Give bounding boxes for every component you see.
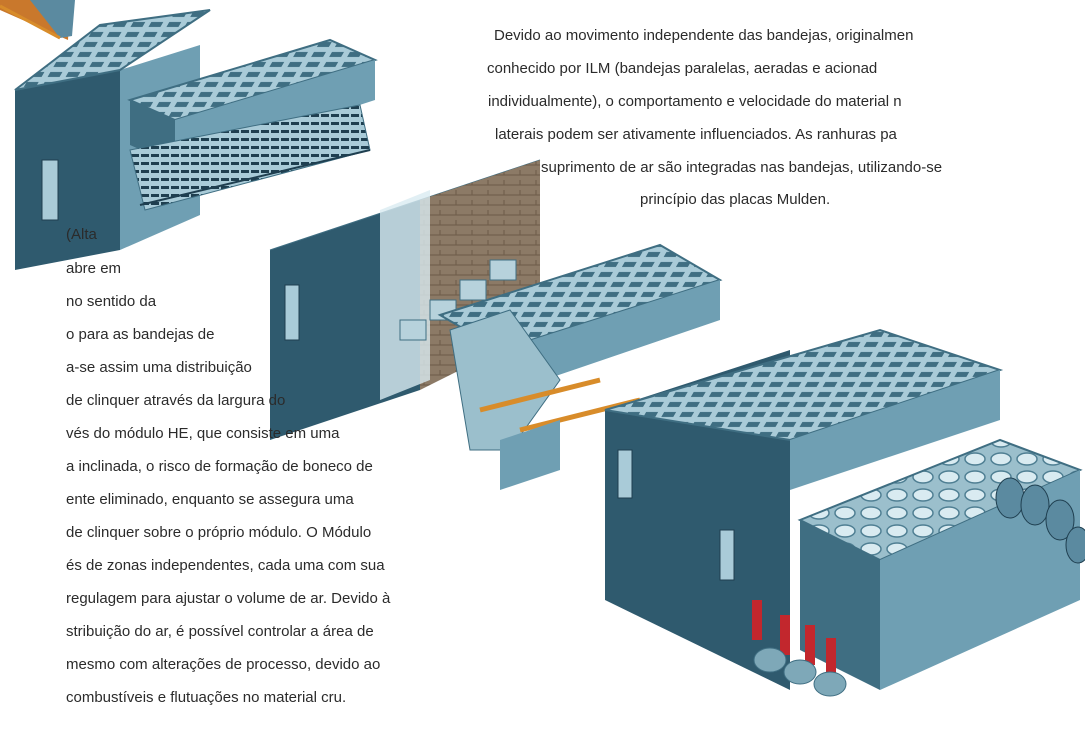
left-paragraph-line: (Alta (66, 226, 97, 243)
roller-crusher (797, 438, 1085, 690)
left-paragraph-line: ente eliminado, enquanto se assegura uma (66, 491, 354, 508)
left-paragraph-line: a inclinada, o risco de formação de bone… (66, 458, 373, 475)
cooling-fans (752, 600, 847, 697)
right-paragraph-line: laterais podem ser ativamente influencia… (495, 126, 897, 143)
drive-units (399, 259, 517, 341)
left-paragraph-line: mesmo com alterações de processo, devido… (66, 656, 381, 673)
left-paragraph-line: de clinquer através da largura do (66, 392, 286, 409)
left-paragraph-line: és de zonas independentes, cada uma com … (66, 557, 385, 574)
left-paragraph-line: o para as bandejas de (66, 326, 215, 343)
left-paragraph-line: de clinquer sobre o próprio módulo. O Mó… (66, 524, 372, 541)
right-paragraph-line: suprimento de ar são integradas nas band… (541, 159, 943, 176)
left-paragraph-line: regulagem para ajustar o volume de ar. D… (66, 590, 391, 607)
right-paragraph-line: princípio das placas Mulden. (640, 191, 831, 208)
module-grate-1 (127, 38, 378, 211)
right-paragraph-line: individualmente), o comportamento e velo… (488, 93, 902, 110)
left-paragraph-line: no sentido da (66, 293, 157, 310)
frame-top-left (0, 0, 75, 40)
left-paragraph-line: stribuição do ar, é possível controlar a… (66, 623, 374, 640)
module-main (604, 328, 1004, 690)
left-paragraph-line: combustíveis e flutuações no material cr… (66, 689, 347, 706)
right-paragraph-line: Devido ao movimento independente das ban… (494, 27, 914, 44)
right-paragraph-line: conhecido por ILM (bandejas paralelas, a… (487, 60, 878, 77)
module-grate-2 (437, 243, 723, 490)
crusher-drive-wheels (995, 477, 1085, 564)
left-paragraph-line: vés do módulo HE, que consiste em uma (66, 425, 340, 442)
left-paragraph-line: abre em (66, 260, 122, 277)
left-paragraph-line: a-se assim uma distribuição (66, 359, 252, 376)
